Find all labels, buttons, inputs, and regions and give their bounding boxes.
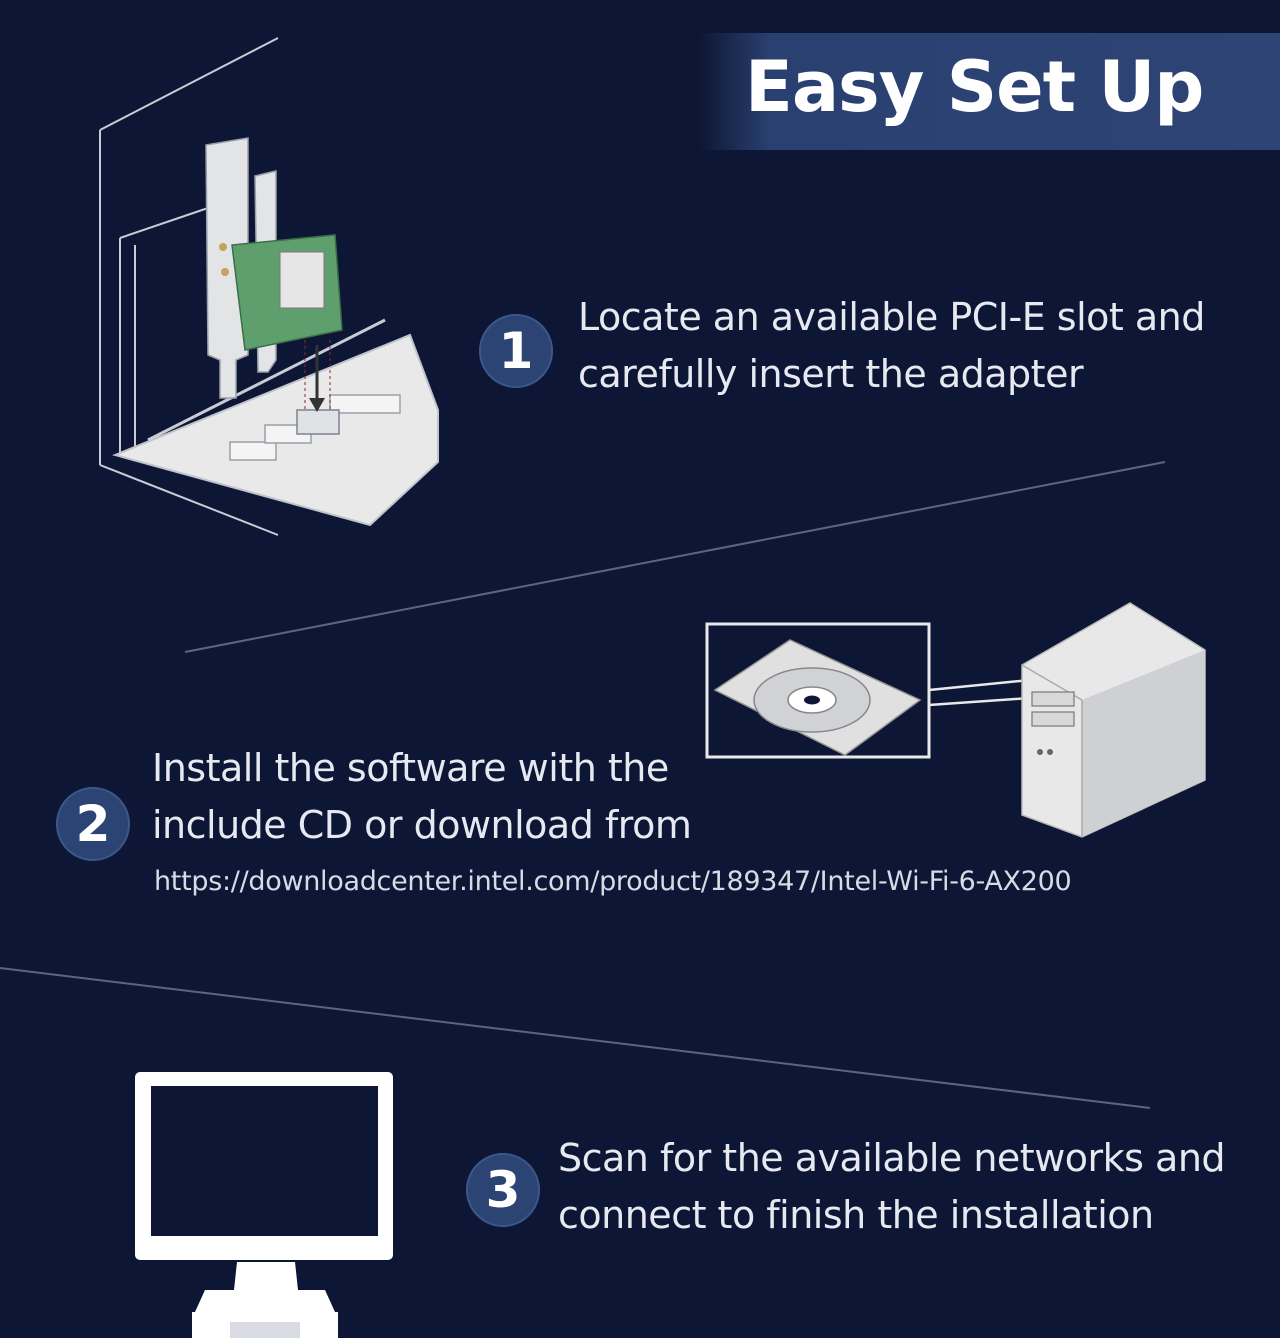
divider-line-2 [0, 967, 1151, 1109]
step-2-line-2: include CD or download from [152, 803, 692, 847]
step-1-text: Locate an available PCI-E slot and caref… [578, 289, 1205, 403]
step-2-text: Install the software with the include CD… [152, 740, 692, 854]
step-3-badge: 3 [466, 1153, 540, 1227]
step-3-line-2: connect to finish the installation [558, 1193, 1154, 1237]
cd-drive-computer-icon [705, 602, 1206, 838]
page-title: Easy Set Up [745, 46, 1204, 128]
step-3-line-1: Scan for the available networks and [558, 1136, 1226, 1180]
step-2-line-1: Install the software with the [152, 746, 669, 790]
step-1-line-2: carefully insert the adapter [578, 352, 1084, 396]
title-banner [700, 33, 1280, 150]
divider-line-1 [184, 461, 1166, 653]
pcie-card-install-icon [99, 37, 439, 536]
step-3-text: Scan for the available networks and conn… [558, 1130, 1226, 1244]
step-1-badge: 1 [479, 314, 553, 388]
step-1-line-1: Locate an available PCI-E slot and [578, 295, 1205, 339]
step-2-download-link[interactable]: https://downloadcenter.intel.com/product… [154, 866, 1072, 897]
step-2-badge: 2 [56, 787, 130, 861]
monitor-icon [135, 1072, 393, 1338]
